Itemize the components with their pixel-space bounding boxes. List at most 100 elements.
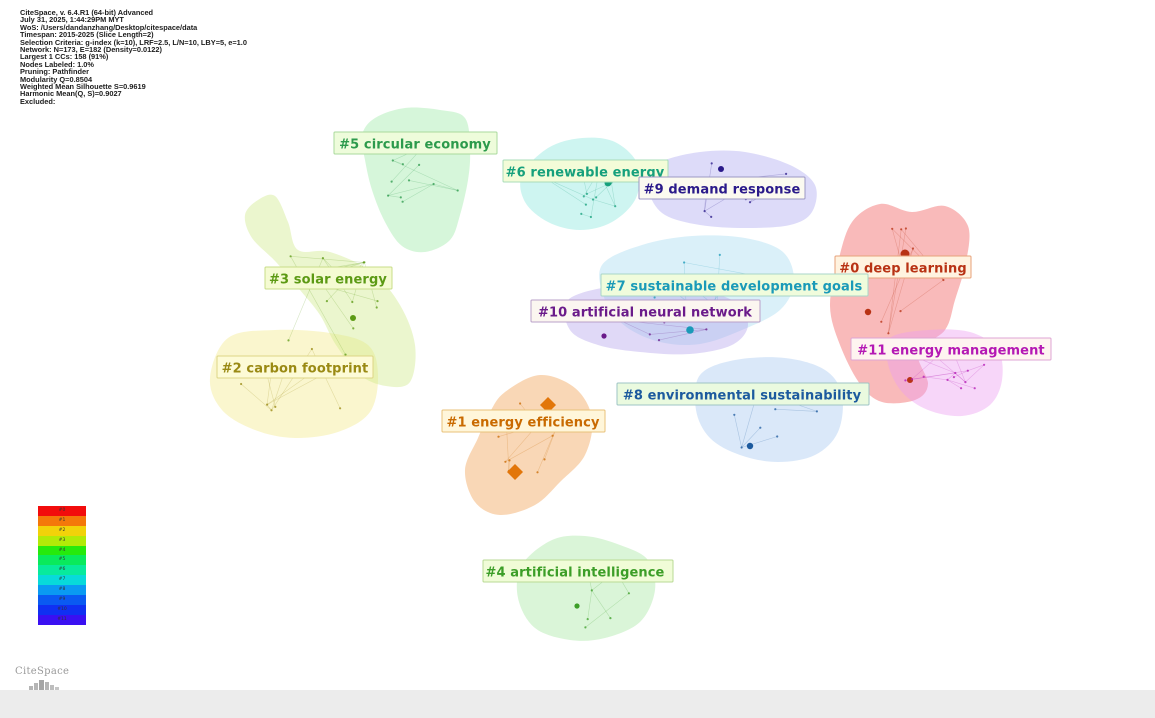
network-node[interactable] [240, 382, 243, 386]
network-node[interactable] [582, 195, 585, 198]
network-node[interactable] [589, 215, 593, 219]
network-node[interactable] [954, 371, 957, 375]
network-node[interactable] [733, 413, 736, 416]
network-node[interactable] [887, 332, 890, 335]
network-node[interactable] [964, 381, 967, 384]
network-node[interactable] [401, 200, 404, 203]
network-node[interactable] [609, 617, 612, 620]
network-node[interactable] [508, 459, 511, 462]
cluster-label-6[interactable]: #6 renewable energy [506, 166, 665, 181]
cluster-label-2[interactable]: #2 carbon footprint [222, 362, 369, 377]
network-node[interactable] [880, 320, 883, 323]
network-node[interactable] [904, 227, 908, 230]
network-node[interactable] [911, 247, 915, 250]
cluster-label-9[interactable]: #9 demand response [644, 183, 801, 198]
cluster-network-map[interactable]: #0 deep learning #1 energy efficiency #2 c… [0, 0, 1155, 690]
network-node[interactable] [759, 426, 762, 429]
network-node[interactable] [922, 375, 925, 378]
key-node-diamond[interactable] [507, 464, 523, 480]
cluster-label-5[interactable]: #5 circular economy [339, 138, 491, 153]
key-node[interactable] [746, 442, 754, 450]
network-node[interactable] [287, 339, 290, 342]
network-node[interactable] [325, 300, 328, 303]
network-node[interactable] [266, 403, 269, 406]
network-node[interactable] [387, 194, 390, 197]
network-node[interactable] [536, 471, 539, 474]
network-node[interactable] [519, 402, 522, 405]
network-node[interactable] [270, 409, 273, 412]
network-node[interactable] [973, 387, 976, 390]
key-node[interactable] [601, 333, 607, 339]
network-node[interactable] [504, 460, 507, 463]
network-node[interactable] [399, 196, 402, 199]
network-node[interactable] [497, 435, 500, 438]
key-node[interactable] [350, 315, 356, 321]
network-node[interactable] [703, 210, 706, 213]
cluster-label-0[interactable]: #0 deep learning [839, 262, 967, 277]
network-node[interactable] [774, 408, 777, 411]
network-node[interactable] [657, 339, 661, 342]
key-node[interactable] [686, 326, 694, 334]
network-node[interactable] [310, 347, 313, 351]
network-node[interactable] [321, 257, 324, 260]
network-node[interactable] [910, 378, 914, 381]
network-node[interactable] [352, 327, 355, 330]
network-node[interactable] [946, 378, 949, 381]
cluster-label-3[interactable]: #3 solar energy [269, 273, 387, 288]
network-node[interactable] [584, 203, 588, 206]
network-node[interactable] [543, 458, 546, 461]
network-node[interactable] [648, 333, 651, 336]
network-node[interactable] [740, 446, 743, 449]
network-node[interactable] [966, 369, 969, 372]
network-node[interactable] [390, 180, 393, 183]
network-node[interactable] [815, 410, 819, 413]
network-node[interactable] [591, 198, 595, 201]
network-node[interactable] [904, 379, 907, 382]
network-node[interactable] [590, 589, 593, 592]
network-node[interactable] [376, 300, 379, 303]
network-node[interactable] [776, 435, 779, 438]
network-node[interactable] [595, 196, 598, 199]
key-node[interactable] [718, 166, 724, 172]
network-node[interactable] [351, 300, 354, 304]
cluster-label-1[interactable]: #1 energy efficiency [446, 416, 599, 431]
network-node[interactable] [748, 201, 752, 204]
network-node[interactable] [586, 618, 589, 621]
network-node[interactable] [718, 253, 721, 256]
network-node[interactable] [375, 306, 378, 309]
cluster-label-11[interactable]: #11 energy management [857, 344, 1045, 359]
network-node[interactable] [432, 182, 435, 186]
network-node[interactable] [585, 192, 589, 195]
network-node[interactable] [942, 278, 945, 282]
network-node[interactable] [584, 626, 587, 629]
network-node[interactable] [705, 328, 708, 331]
network-node[interactable] [899, 310, 902, 313]
network-node[interactable] [614, 205, 617, 208]
network-node[interactable] [983, 363, 986, 366]
network-node[interactable] [710, 162, 713, 165]
cluster-label-8[interactable]: #8 environmental sustainability [623, 389, 862, 404]
cluster-label-4[interactable]: #4 artificial intelligence [486, 566, 665, 581]
network-node[interactable] [952, 376, 956, 379]
network-node[interactable] [289, 255, 292, 258]
network-node[interactable] [960, 387, 963, 390]
network-node[interactable] [363, 261, 366, 264]
network-node[interactable] [653, 296, 656, 299]
network-node[interactable] [710, 215, 713, 218]
network-node[interactable] [900, 228, 903, 231]
network-node[interactable] [418, 163, 421, 166]
key-node[interactable] [864, 308, 872, 316]
cluster-label-7[interactable]: #7 sustainable development goals [606, 280, 863, 295]
network-node[interactable] [785, 172, 788, 175]
key-node[interactable] [574, 603, 580, 609]
network-node[interactable] [456, 189, 459, 192]
cluster-label-10[interactable]: #10 artificial neural network [538, 306, 752, 321]
network-node[interactable] [683, 261, 686, 264]
network-node[interactable] [580, 212, 583, 215]
network-node[interactable] [891, 227, 894, 230]
network-node[interactable] [274, 405, 277, 408]
network-node[interactable] [627, 592, 631, 595]
network-node[interactable] [391, 159, 394, 162]
key-node-diamond[interactable] [540, 397, 556, 413]
network-node[interactable] [407, 179, 411, 182]
